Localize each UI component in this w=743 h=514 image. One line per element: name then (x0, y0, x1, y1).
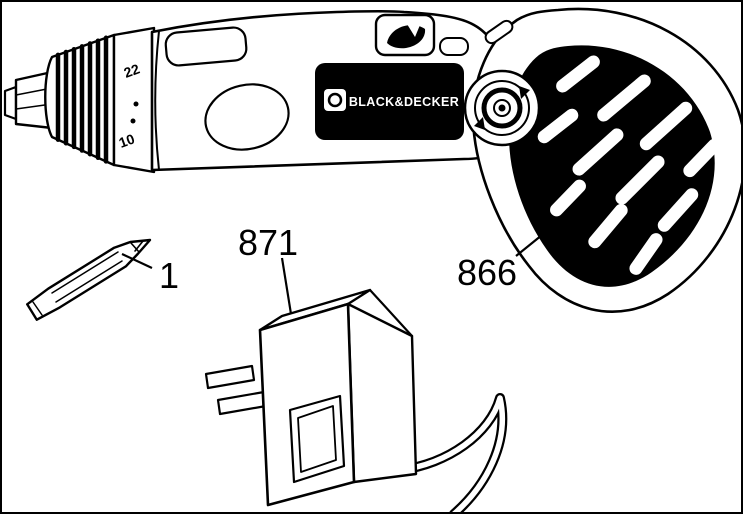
label-bit: 1 (159, 255, 179, 296)
torque-ring (112, 26, 156, 174)
bit-flat-tip-line (32, 301, 43, 316)
bit-holder-tip (3, 85, 18, 121)
charger-recess-inner (297, 405, 337, 473)
handle-grip-slot (597, 74, 651, 122)
handle-grip-slot (556, 55, 600, 93)
brand-plate: BLACK&DECKER (315, 63, 464, 140)
housing-seam (154, 30, 160, 171)
plug-prong (204, 364, 256, 390)
plug-prong (216, 390, 268, 416)
rotate-arrow-icon (474, 117, 485, 130)
pivot-center-dot (498, 104, 506, 112)
collar-ribs (55, 35, 109, 164)
handle (471, 7, 741, 314)
handle-grip-slot (550, 179, 586, 217)
handle-grip-slot (572, 128, 624, 176)
screwdriver-bit (26, 238, 152, 321)
handle-grip-slot (537, 108, 579, 144)
brand-text: BLACK&DECKER (349, 95, 459, 109)
label-handle: 866 (457, 252, 517, 293)
bit-phillips-flutes (130, 240, 144, 253)
bit-outline (26, 238, 152, 321)
screwdriver: 22 10 BLACK&DECKER (3, 9, 509, 174)
torque-dot (130, 118, 136, 124)
handle-grip-slot (657, 188, 699, 232)
label-charger: 871 (238, 222, 298, 263)
brand-logo (324, 89, 346, 111)
leader-line-charger (280, 257, 293, 315)
rotate-arrow-icon (519, 86, 530, 99)
torque-number-upper: 22 (122, 60, 142, 80)
pivot-lock-button (463, 69, 541, 147)
handle-grip-slot (629, 233, 663, 275)
grip-oval (204, 83, 290, 151)
brand-plate-bg (315, 63, 464, 140)
leader-line-bit (121, 253, 153, 269)
housing-detail (439, 37, 469, 56)
collar-front (44, 33, 116, 167)
bit-facet-lines (51, 251, 123, 303)
leader-line-handle (515, 234, 543, 257)
handle-grip-slot (683, 138, 721, 178)
torque-number-lower: 10 (117, 130, 137, 150)
hinge-detail (484, 19, 514, 45)
callouts: 1 871 866 (121, 222, 543, 315)
charger (204, 288, 508, 512)
brand-logo-hex-icon (327, 92, 343, 108)
clutch-collar: 22 10 (44, 26, 156, 174)
charger-back-ridge (368, 288, 414, 338)
selector-glyph-notch (407, 24, 420, 37)
handle-grip-slot (615, 155, 665, 205)
bit-holder (3, 70, 54, 130)
handle-grip-slot (588, 203, 628, 249)
gear-window (164, 26, 248, 67)
torque-dot (133, 101, 139, 107)
charger-cord-inner (397, 395, 506, 512)
handle-grip-slots (537, 55, 721, 275)
selector-button (374, 13, 436, 57)
handle-grip-slot (639, 101, 693, 151)
